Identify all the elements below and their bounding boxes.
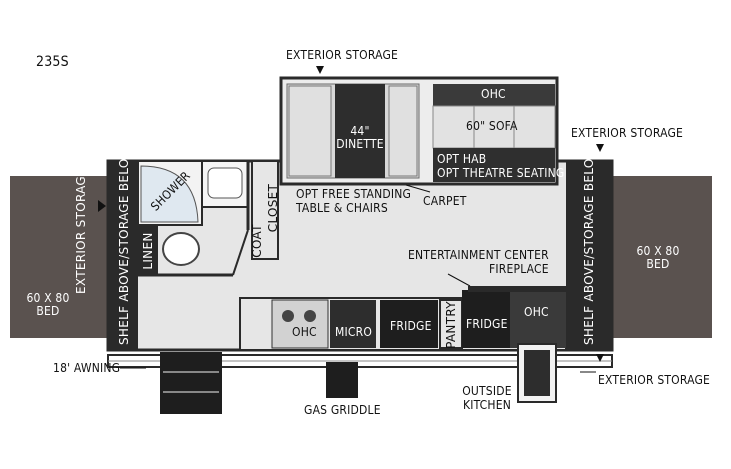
ohc-top-label: OHC [481, 87, 506, 101]
exterior-storage-top-label: EXTERIOR STORAGE [286, 48, 399, 62]
exterior-storage-bottom-right-label: EXTERIOR STORAGE [598, 373, 711, 387]
exterior-storage-left-label: EXTERIOR STORAGE [74, 168, 88, 294]
bed-left-label: 60 X 80 BED [26, 291, 70, 318]
dinette-label: 44" DINETTE [336, 124, 384, 151]
bed-left-shape [10, 176, 110, 338]
entertainment-label: ENTERTAINMENT CENTER FIREPLACE [408, 248, 549, 276]
exterior-storage-right-top-label: EXTERIOR STORAGE [571, 126, 684, 140]
ohc-right-label: OHC [524, 305, 549, 319]
micro-label: MICRO [335, 325, 373, 339]
ohc-left-label: OHC [292, 325, 317, 339]
pantry-label: PANTRY [444, 301, 458, 349]
shelf-left-label: SHELF ABOVE/STORAGE BELOW [117, 146, 131, 345]
opt-hab-label: OPT HAB [437, 152, 487, 166]
free-standing-label: OPT FREE STANDING TABLE & CHAIRS [296, 187, 412, 215]
awning-label: 18' AWNING [53, 361, 121, 375]
outside-kitchen-label: OUTSIDE KITCHEN [462, 384, 512, 412]
linen-label: LINEN [141, 232, 155, 270]
coat-label: COAT [250, 224, 264, 258]
sofa-label: 60" SOFA [466, 119, 518, 133]
fridge-small-label: FRIDGE [466, 317, 508, 331]
bed-right-shape [612, 176, 712, 338]
opt-theatre-label: OPT THEATRE SEATING [437, 166, 565, 180]
gas-griddle-label: GAS GRIDDLE [304, 403, 381, 417]
fridge-main-label: FRIDGE [390, 319, 432, 333]
model-label: 235S [36, 54, 69, 70]
bed-right-label: 60 X 80 BED [636, 244, 680, 271]
closet-label: CLOSET [266, 183, 280, 233]
shelf-right-label: SHELF ABOVE/STORAGE BELOW [582, 146, 596, 345]
carpet-label: CARPET [423, 194, 467, 208]
